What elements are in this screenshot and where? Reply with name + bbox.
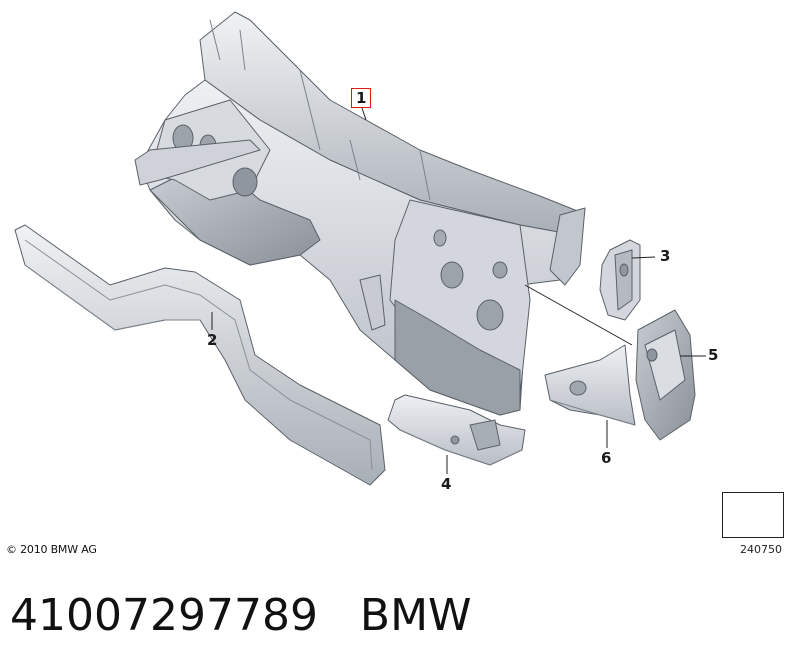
- part-2-beam: [14, 224, 386, 486]
- part-5-panel: [635, 309, 696, 441]
- callout-6: 6: [601, 449, 612, 467]
- copyright-text: © 2010 BMW AG: [6, 543, 97, 556]
- brand-name: BMW: [359, 590, 472, 641]
- callout-5: 5: [708, 346, 719, 364]
- callout-1: 1: [351, 88, 372, 108]
- part-3-bracket: [599, 239, 641, 321]
- parts-diagram: [14, 11, 772, 534]
- callout-4: 4: [441, 475, 452, 493]
- callout-2: 2: [207, 331, 218, 349]
- part-number: 41007297789: [10, 590, 318, 641]
- part-4-support: [387, 394, 526, 466]
- part-1-bulkhead: [134, 11, 586, 416]
- callout-3: 3: [660, 247, 671, 265]
- view-reference-box: [722, 492, 784, 538]
- part-6-corner-bracket: [544, 344, 636, 426]
- caption-gap: [318, 590, 360, 641]
- leader-lines: [211, 107, 706, 474]
- diagram-reference-number: 240750: [740, 543, 782, 556]
- part-caption: 41007297789 BMW: [10, 590, 472, 641]
